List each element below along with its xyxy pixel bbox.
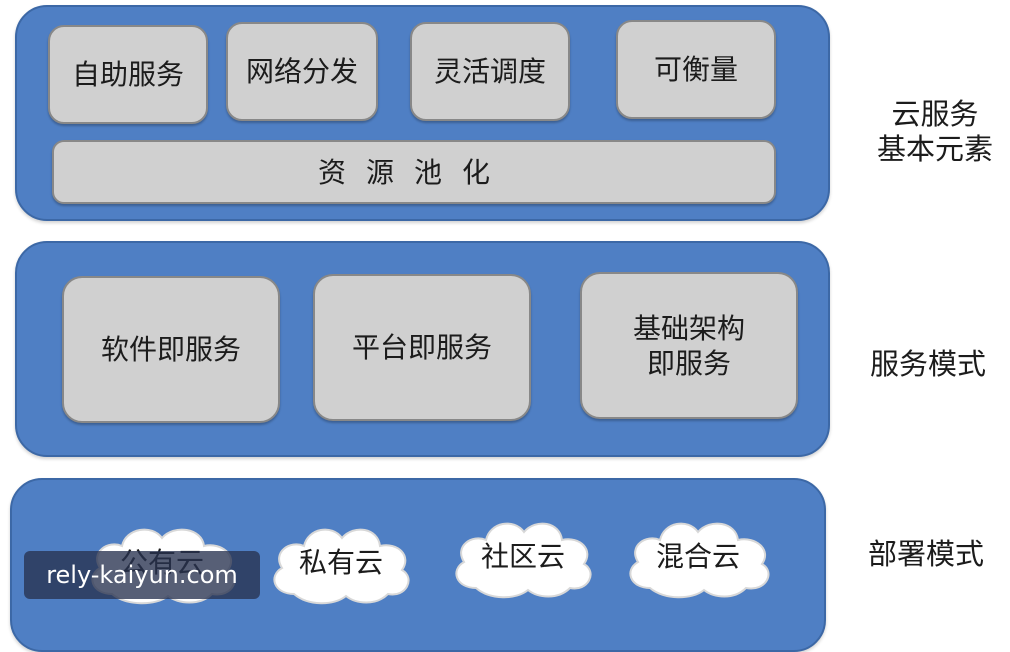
box-measurable: 可衡量 (616, 20, 776, 119)
box-self-service: 自助服务 (48, 25, 208, 124)
side-label-deployment-models: 部署模式 (867, 537, 984, 571)
box-label: 资源池化 (317, 155, 510, 189)
cloud-hybrid: 混合云 (620, 508, 776, 602)
cloud-label: 社区云 (480, 540, 565, 573)
box-label: 灵活调度 (433, 55, 546, 88)
box-iaas: 基础架构 即服务 (580, 272, 798, 419)
box-flexible-scheduling: 灵活调度 (410, 22, 570, 121)
box-label: 网络分发 (245, 55, 358, 88)
box-paas: 平台即服务 (313, 274, 531, 421)
cloud-label: 私有云 (298, 546, 383, 579)
cloud-label: 混合云 (655, 540, 740, 573)
box-network-distribution: 网络分发 (226, 22, 378, 121)
box-label: 自助服务 (71, 58, 184, 91)
cloud-icon (455, 522, 592, 599)
side-label-service-models: 服务模式 (869, 347, 986, 381)
box-label: 可衡量 (653, 53, 738, 86)
box-label: 软件即服务 (100, 333, 241, 366)
box-resource-pooling: 资源池化 (52, 140, 776, 204)
side-label-basic-elements: 云服务 基本元素 (876, 97, 993, 166)
cloud-community: 社区云 (448, 508, 598, 602)
cloud-icon (273, 528, 410, 605)
cloud-private: 私有云 (266, 514, 416, 608)
box-label: 平台即服务 (351, 331, 492, 364)
box-label: 基础架构 即服务 (632, 311, 745, 380)
cloud-icon (629, 522, 770, 599)
watermark: rely-kaiyun.com (24, 551, 260, 599)
box-saas: 软件即服务 (62, 276, 280, 423)
